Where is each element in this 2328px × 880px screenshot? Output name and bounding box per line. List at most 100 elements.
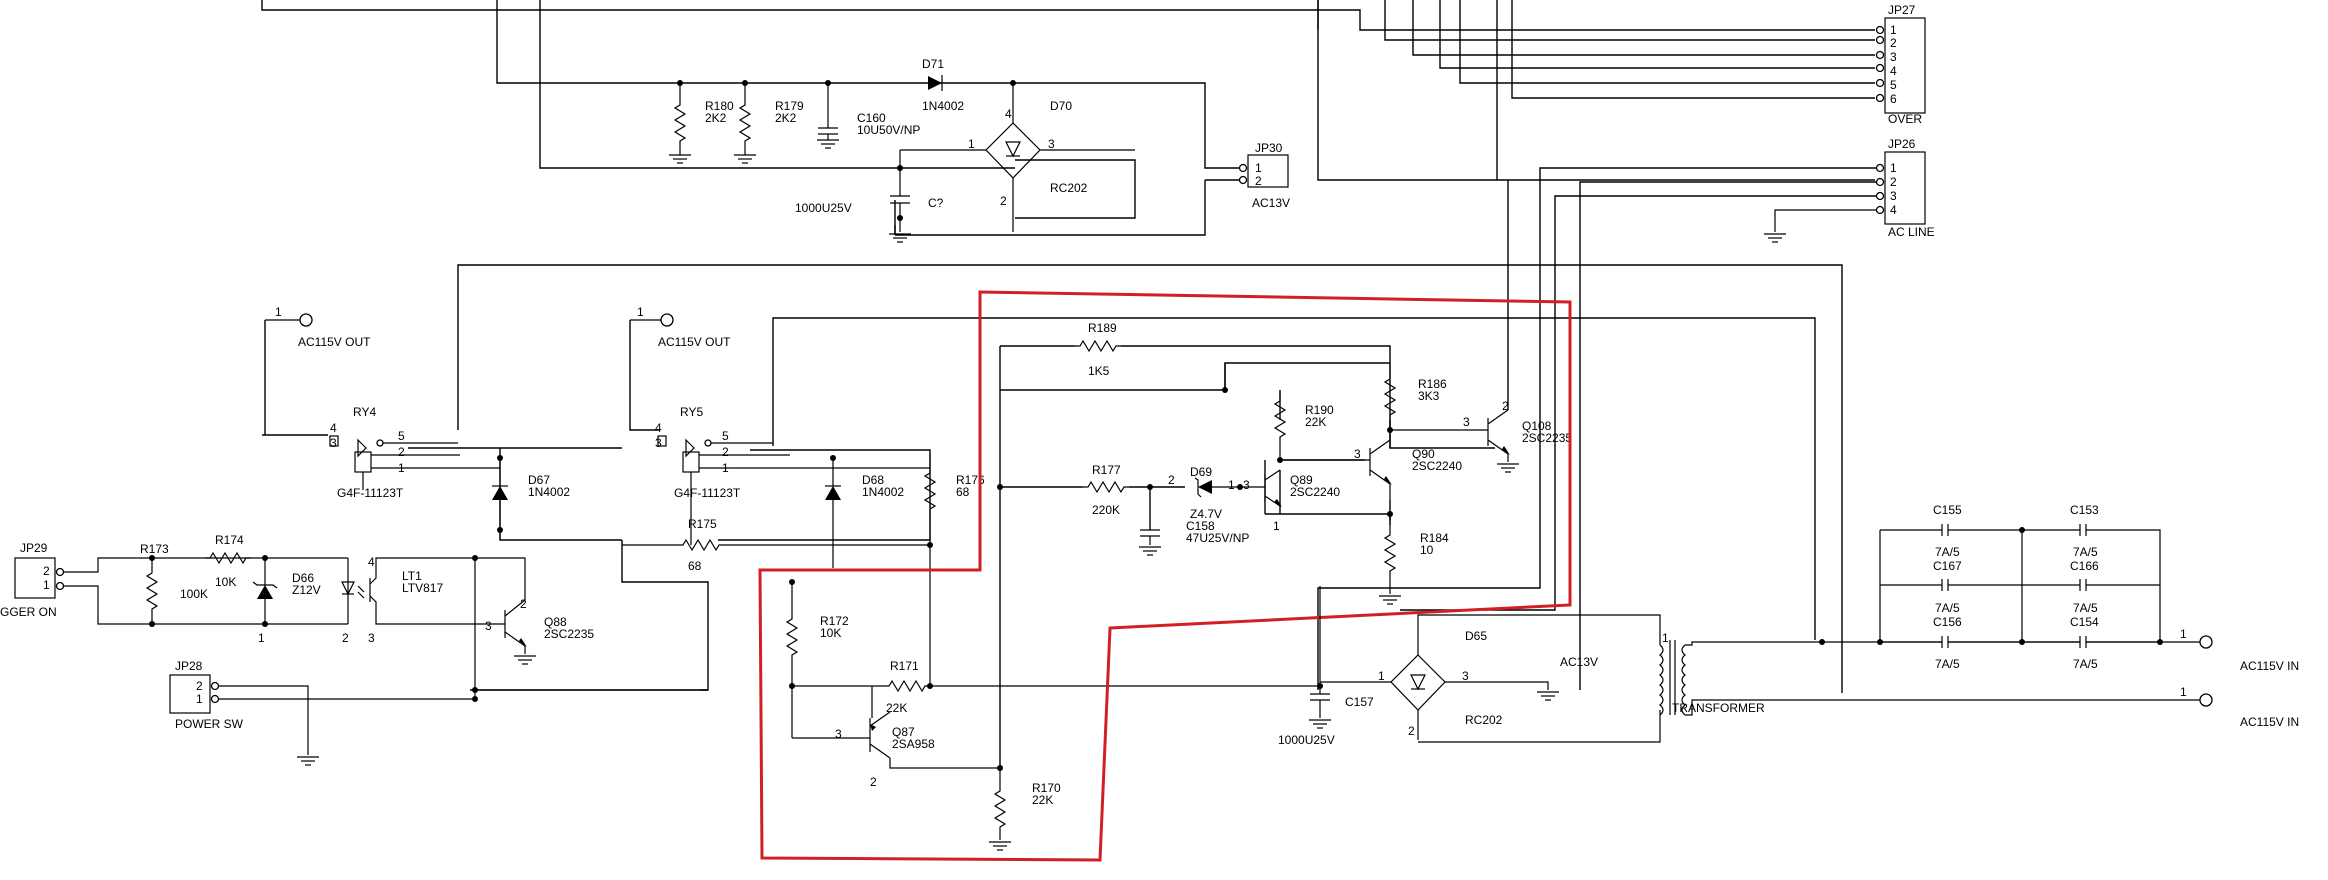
svg-text:R172: R172 xyxy=(820,614,849,628)
svg-text:D65: D65 xyxy=(1465,629,1487,643)
r177-resistor: R177 220K xyxy=(997,463,1130,517)
svg-text:R175: R175 xyxy=(688,517,717,531)
q90-transistor: 3 Q90 2SC2240 xyxy=(1280,439,1462,500)
svg-text:2: 2 xyxy=(342,631,349,645)
svg-text:2: 2 xyxy=(196,679,203,693)
transformer: 1 TRANSFORMER xyxy=(1659,631,2200,716)
svg-text:D68: D68 xyxy=(862,473,884,487)
d70-bridge: 4 1 3 2 D70 RC202 xyxy=(900,80,1135,232)
svg-text:Q88: Q88 xyxy=(544,615,567,629)
ac115v-in-2: 1 AC115V IN xyxy=(2180,685,2299,729)
svg-text:RY5: RY5 xyxy=(680,405,703,419)
svg-text:2SA958: 2SA958 xyxy=(892,737,935,751)
ac115v-out-1: 1 AC115V OUT xyxy=(265,305,371,349)
d65-bridge: 1 3 2 D65 RC202 AC13V xyxy=(1320,614,1661,743)
svg-text:R186: R186 xyxy=(1418,377,1447,391)
svg-text:G4F-11123T: G4F-11123T xyxy=(337,486,404,500)
svg-text:D70: D70 xyxy=(1050,99,1072,113)
svg-text:1: 1 xyxy=(968,137,975,151)
svg-text:1: 1 xyxy=(275,305,282,319)
svg-text:3: 3 xyxy=(1243,478,1250,492)
svg-text:AC13V: AC13V xyxy=(1560,655,1598,669)
q108-transistor: 3 2 Q108 2SC2235 xyxy=(1390,180,1572,473)
svg-text:5: 5 xyxy=(722,429,729,443)
r179-resistor: R179 2K2 xyxy=(733,80,804,164)
svg-text:4: 4 xyxy=(330,421,337,435)
r170-resistor: R170 22K xyxy=(988,768,1061,851)
svg-text:Z12V: Z12V xyxy=(292,583,321,597)
svg-text:1: 1 xyxy=(196,692,203,706)
q89-transistor: 3 1 Q89 2SC2240 xyxy=(1240,469,1340,533)
svg-text:7A/5: 7A/5 xyxy=(1935,601,1960,615)
d68-diode: D68 1N4002 xyxy=(825,455,904,568)
r184-resistor: R184 10 xyxy=(1378,511,1449,605)
r189-resistor: R189 1K5 xyxy=(1074,321,1122,378)
svg-text:1: 1 xyxy=(2180,627,2187,641)
svg-text:22K: 22K xyxy=(886,701,907,715)
c157-capacitor: C157 1000U25V xyxy=(1278,586,1374,747)
svg-text:C155: C155 xyxy=(1933,503,1962,517)
r174-resistor: R174 10K xyxy=(204,533,252,589)
svg-text:AC115V IN: AC115V IN xyxy=(2240,715,2299,729)
svg-text:G4F-11123T: G4F-11123T xyxy=(674,486,741,500)
svg-text:1N4002: 1N4002 xyxy=(862,485,904,499)
svg-text:2: 2 xyxy=(1408,724,1415,738)
svg-text:10K: 10K xyxy=(820,626,841,640)
d71-diode: D71 1N4002 xyxy=(922,57,964,113)
svg-text:10U50V/NP: 10U50V/NP xyxy=(857,123,920,137)
svg-text:68: 68 xyxy=(956,485,970,499)
svg-text:3: 3 xyxy=(1890,189,1897,203)
ry5-relay: RY5 4 3 5 2 1 G4F-11123T xyxy=(655,405,930,545)
svg-text:D71: D71 xyxy=(922,57,944,71)
svg-text:68: 68 xyxy=(688,559,702,573)
svg-text:220K: 220K xyxy=(1092,503,1120,517)
r176-resistor: R176 68 xyxy=(924,455,985,548)
svg-text:R177: R177 xyxy=(1092,463,1121,477)
svg-text:Z4.7V: Z4.7V xyxy=(1190,507,1222,521)
svg-text:2: 2 xyxy=(1168,473,1175,487)
svg-text:AC115V OUT: AC115V OUT xyxy=(298,335,371,349)
svg-text:1: 1 xyxy=(722,461,729,475)
svg-text:R189: R189 xyxy=(1088,321,1117,335)
svg-text:1: 1 xyxy=(1255,161,1262,175)
svg-text:D66: D66 xyxy=(292,571,314,585)
svg-text:C157: C157 xyxy=(1345,695,1374,709)
svg-text:5: 5 xyxy=(398,429,405,443)
svg-text:2: 2 xyxy=(43,564,50,578)
svg-text:1N4002: 1N4002 xyxy=(528,485,570,499)
svg-text:TRANSFORMER: TRANSFORMER xyxy=(1672,701,1765,715)
d67-diode: D67 1N4002 xyxy=(492,455,570,540)
c158-capacitor: C158 47U25V/NP xyxy=(1138,519,1249,556)
jp28-connector: 2 1 JP28 POWER SW xyxy=(169,659,708,766)
svg-text:47U25V/NP: 47U25V/NP xyxy=(1186,531,1249,545)
svg-text:2: 2 xyxy=(1502,399,1509,413)
svg-text:D67: D67 xyxy=(528,473,550,487)
svg-text:1000U25V: 1000U25V xyxy=(795,201,852,215)
svg-text:C160: C160 xyxy=(857,111,886,125)
svg-text:1: 1 xyxy=(1890,23,1897,37)
svg-text:C?: C? xyxy=(928,196,944,210)
svg-text:1: 1 xyxy=(2180,685,2187,699)
svg-text:R171: R171 xyxy=(890,659,919,673)
svg-text:4: 4 xyxy=(655,421,662,435)
r190-resistor: R190 22K xyxy=(1222,387,1334,463)
svg-text:2: 2 xyxy=(722,445,729,459)
ac115v-out-2: 1 AC115V OUT xyxy=(630,305,731,349)
q87-transistor: 3 2 Q87 2SA958 xyxy=(835,686,1003,789)
svg-text:1N4002: 1N4002 xyxy=(922,99,964,113)
svg-text:POWER SW: POWER SW xyxy=(175,717,244,731)
d66-zener: D66 Z12V 1 xyxy=(252,555,321,645)
svg-text:2: 2 xyxy=(870,775,877,789)
svg-text:1: 1 xyxy=(1378,669,1385,683)
svg-text:22K: 22K xyxy=(1305,415,1326,429)
svg-text:Q89: Q89 xyxy=(1290,473,1313,487)
svg-text:2: 2 xyxy=(1255,174,1262,188)
r173-resistor: R173 100K xyxy=(140,542,208,627)
svg-text:JP30: JP30 xyxy=(1255,141,1283,155)
jp30-connector: 1 2 JP30 AC13V xyxy=(1238,141,1290,210)
svg-text:C153: C153 xyxy=(2070,503,2099,517)
svg-text:GGER ON: GGER ON xyxy=(0,605,57,619)
c-unknown-capacitor: C? 1000U25V xyxy=(795,150,944,243)
ac115v-in-1: 1 AC115V IN xyxy=(2180,627,2299,673)
svg-text:R179: R179 xyxy=(775,99,804,113)
